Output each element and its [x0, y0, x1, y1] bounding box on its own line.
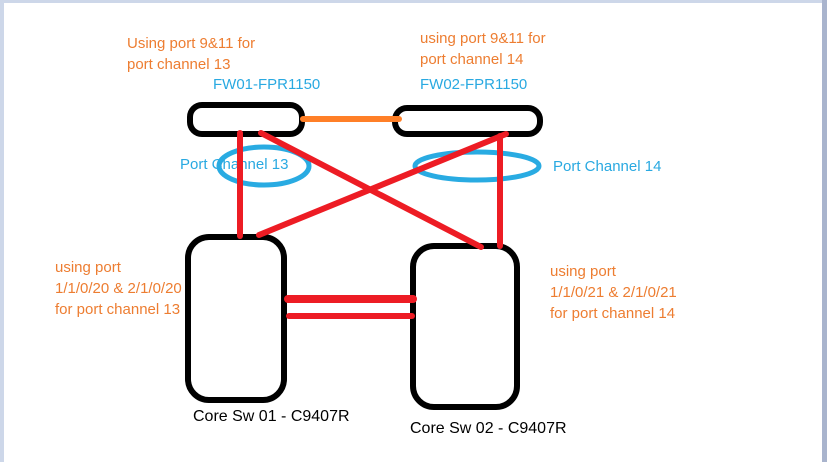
fw2-sw1-link — [256, 131, 509, 238]
fw1-sw2-link — [258, 130, 484, 250]
port-channel-13-label: Port Channel 13 — [180, 156, 289, 173]
core-switch1-shape — [185, 234, 287, 403]
firewall1-shape — [187, 102, 305, 137]
core-switch2-name-label: Core Sw 02 - C9407R — [410, 420, 567, 437]
firewall2-name-label: FW02-FPR1150 — [420, 76, 528, 93]
port-channel-14-ellipse — [412, 149, 542, 183]
port-channel-14-label: Port Channel 14 — [553, 158, 662, 175]
core-switch1-name-label: Core Sw 01 - C9407R — [193, 408, 350, 425]
canvas-edge-right — [822, 0, 827, 462]
note-fw1-ports: Using port 9&11 for port channel 13 — [127, 35, 256, 73]
firewall2-shape — [392, 105, 543, 137]
firewall1-name-label: FW01-FPR1150 — [213, 76, 321, 93]
note-sw2-ports: using port 1/1/0/21 & 2/1/0/21 for port … — [550, 263, 677, 322]
canvas-edge-top — [0, 0, 827, 3]
note-fw2-ports: using port 9&11 for port channel 14 — [420, 30, 546, 68]
note-sw1-ports: using port 1/1/0/20 & 2/1/0/20 for port … — [55, 259, 182, 318]
canvas-edge-left — [0, 0, 4, 462]
core-switch2-shape — [410, 243, 520, 410]
